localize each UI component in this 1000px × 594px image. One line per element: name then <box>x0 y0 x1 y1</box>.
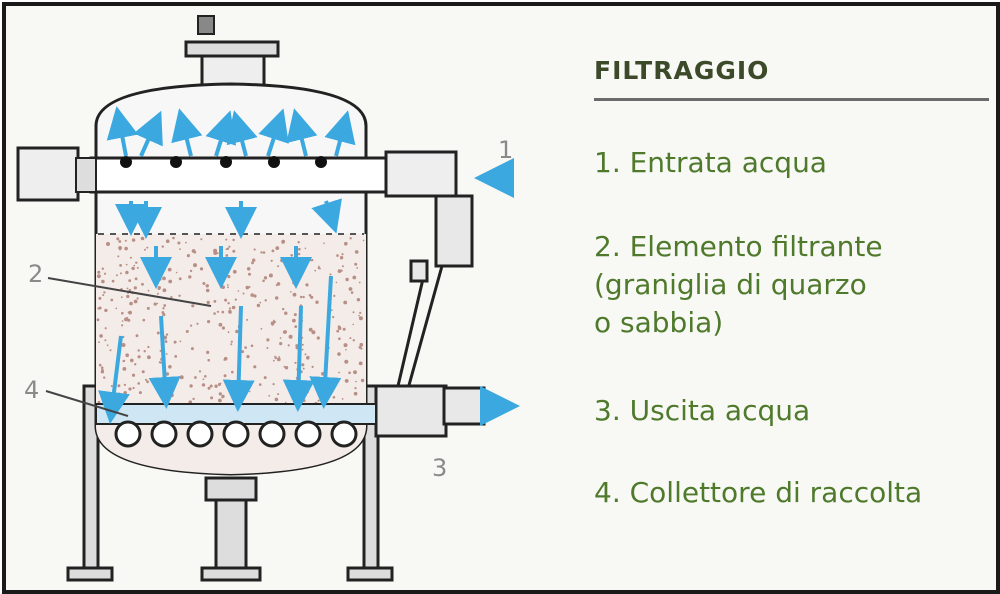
callout-3: 3 <box>432 454 448 482</box>
legend-item-2: 2. Elemento filtrante <box>594 230 883 263</box>
callout-2-leader <box>47 277 212 307</box>
side-piping <box>374 194 486 438</box>
callout-1: 1 <box>498 136 514 164</box>
water-flow-arrows <box>98 106 356 424</box>
legend-divider <box>594 98 989 101</box>
legend-item-1: 1. Entrata acqua <box>594 146 827 179</box>
callout-2: 2 <box>28 260 44 288</box>
legend-item-3: 3. Uscita acqua <box>594 394 811 427</box>
callout-4-leader <box>45 390 129 417</box>
inlet-pipe <box>16 146 458 202</box>
filter-tank-diagram <box>16 15 520 582</box>
collector <box>95 403 377 448</box>
legend-title: FILTRAGGIO <box>594 56 770 85</box>
legend-item-2-line2: (graniglia di quarzo <box>594 268 867 301</box>
legend-item-4: 4. Collettore di raccolta <box>594 476 923 509</box>
legend-item-2-line3: o sabbia) <box>594 306 724 339</box>
tank-legs <box>66 384 394 582</box>
top-lid <box>184 15 280 88</box>
legend: FILTRAGGIO 1. Entrata acqua 2. Elemento … <box>594 56 994 509</box>
callout-4: 4 <box>24 376 40 404</box>
